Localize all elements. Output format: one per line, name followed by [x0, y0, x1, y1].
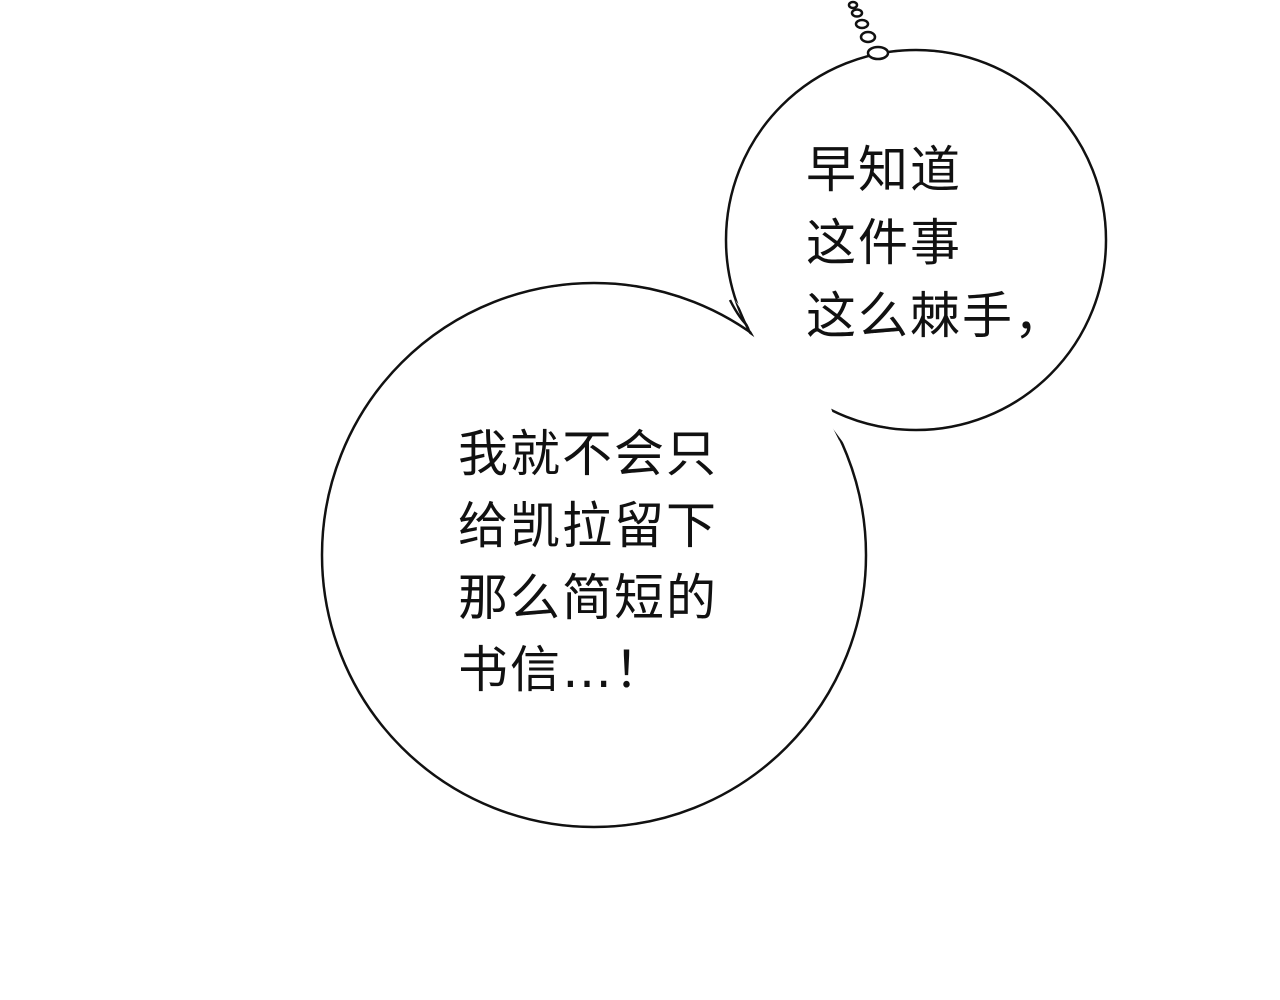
thought-dot — [854, 18, 870, 30]
text-line: 这件事 — [806, 214, 962, 272]
text-line: 给凯拉留下 — [458, 497, 718, 555]
bubble-main-text: 我就不会只 给凯拉留下 那么简短的 书信…！ — [458, 418, 718, 706]
bubble-top-outline — [724, 48, 1108, 432]
text-line: 我就不会只 — [458, 425, 718, 483]
thought-dot — [866, 45, 890, 61]
text-line: 书信…！ — [458, 641, 666, 699]
thought-dot — [847, 0, 859, 10]
bubble-top-text: 早知道 这件事 这么棘手， — [806, 134, 1066, 353]
text-line: 这么棘手， — [806, 287, 1066, 345]
text-line: 那么简短的 — [458, 569, 718, 627]
thought-dot — [859, 30, 877, 44]
thought-dot — [850, 8, 864, 18]
text-line: 早知道 — [806, 141, 962, 199]
bubble-main-outline — [320, 281, 868, 829]
